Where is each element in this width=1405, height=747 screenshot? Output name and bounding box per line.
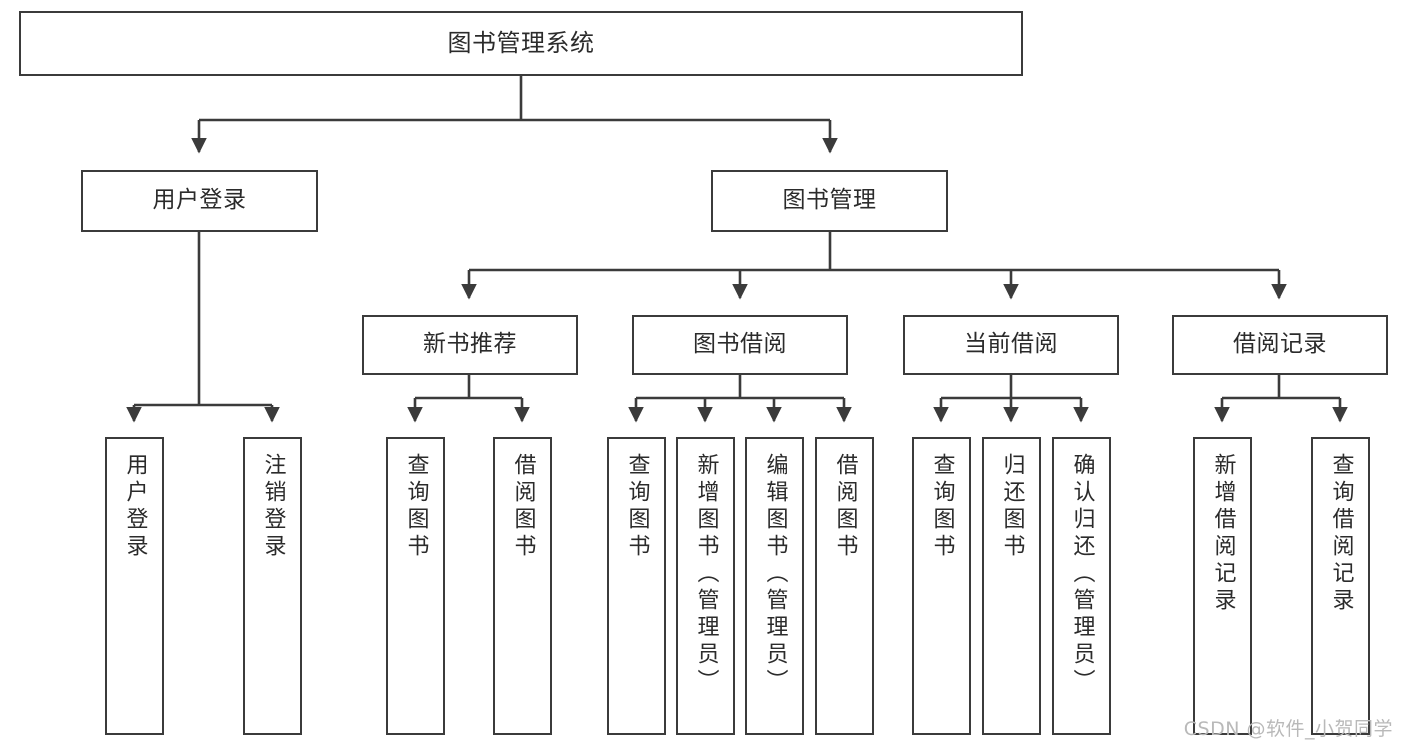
- leaf-book-borrow-edit-book-admin[interactable]: 编辑图书（管理员）: [745, 437, 804, 735]
- node-label: 借阅记录: [1233, 331, 1327, 358]
- node-label: 注销登录: [260, 453, 286, 561]
- leaf-new-book-borrow-book[interactable]: 借阅图书: [493, 437, 552, 735]
- node-label: 新书推荐: [423, 331, 517, 358]
- node-label: 图书借阅: [693, 331, 787, 358]
- node-new-book-recommend[interactable]: 新书推荐: [362, 315, 578, 375]
- csdn-watermark: CSDN @软件_小贺同学: [1183, 718, 1393, 740]
- node-label: 编辑图书（管理员）: [762, 453, 788, 696]
- node-label: 借阅图书: [510, 453, 536, 561]
- node-label: 查询图书: [624, 453, 650, 561]
- node-label: 新增图书（管理员）: [693, 453, 719, 696]
- node-label: 归还图书: [999, 453, 1025, 561]
- leaf-user-login-login[interactable]: 用户登录: [105, 437, 164, 735]
- node-book-management[interactable]: 图书管理: [711, 170, 948, 232]
- leaf-current-borrow-return-book[interactable]: 归还图书: [982, 437, 1041, 735]
- node-label: 确认归还（管理员）: [1069, 453, 1095, 696]
- leaf-borrow-record-add-record[interactable]: 新增借阅记录: [1193, 437, 1252, 735]
- leaf-current-borrow-query-book[interactable]: 查询图书: [912, 437, 971, 735]
- node-label: 查询借阅记录: [1328, 453, 1354, 615]
- leaf-borrow-record-query-record[interactable]: 查询借阅记录: [1311, 437, 1370, 735]
- node-label: 查询图书: [403, 453, 429, 561]
- node-root-book-management-system[interactable]: 图书管理系统: [19, 11, 1023, 76]
- node-label: 图书管理系统: [447, 29, 595, 58]
- node-label: 用户登录: [152, 187, 247, 214]
- node-label: 借阅图书: [832, 453, 858, 561]
- node-user-login[interactable]: 用户登录: [81, 170, 318, 232]
- leaf-new-book-query-book[interactable]: 查询图书: [386, 437, 445, 735]
- leaf-current-borrow-confirm-return-admin[interactable]: 确认归还（管理员）: [1052, 437, 1111, 735]
- leaf-book-borrow-borrow-book[interactable]: 借阅图书: [815, 437, 874, 735]
- node-label: 图书管理: [782, 187, 877, 214]
- node-borrow-record[interactable]: 借阅记录: [1172, 315, 1388, 375]
- node-label: 用户登录: [122, 453, 148, 561]
- leaf-user-login-logout[interactable]: 注销登录: [243, 437, 302, 735]
- node-book-borrow[interactable]: 图书借阅: [632, 315, 848, 375]
- node-label: 查询图书: [929, 453, 955, 561]
- node-label: 新增借阅记录: [1210, 453, 1236, 615]
- leaf-book-borrow-query-book[interactable]: 查询图书: [607, 437, 666, 735]
- node-label: 当前借阅: [964, 331, 1058, 358]
- node-current-borrow[interactable]: 当前借阅: [903, 315, 1119, 375]
- leaf-book-borrow-add-book-admin[interactable]: 新增图书（管理员）: [676, 437, 735, 735]
